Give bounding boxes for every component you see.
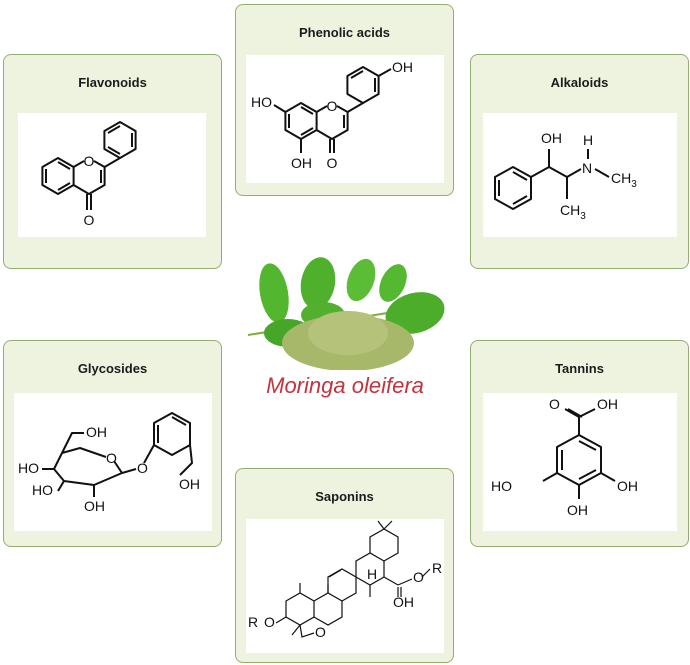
nitrogen-label: N (582, 160, 592, 176)
ring-oxygen-label: O (106, 450, 117, 466)
aldehyde-oxygen-label: O (315, 624, 326, 640)
ester-oxygen-label: O (413, 569, 424, 585)
glycosides-structure: OH HO HO OH O O OH (14, 393, 212, 531)
alkaloids-box: Alkaloids OH H N CH3 CH3 (470, 54, 689, 269)
oh-bottom-label: OH (291, 155, 312, 171)
alkaloids-structure: OH H N CH3 CH3 (483, 113, 677, 237)
flavonoids-structure: O O (18, 113, 206, 237)
moringa-illustration: Moringa oleifera (238, 245, 452, 415)
saponins-title: Saponins (315, 489, 374, 504)
saponins-box: Saponins R O R O OH H O (235, 468, 454, 663)
tannins-title: Tannins (555, 361, 604, 376)
oh-label-2: OH (84, 498, 105, 514)
r-group-label-1: R (248, 614, 258, 630)
glycosides-title: Glycosides (77, 361, 148, 376)
oh-label-3: OH (179, 476, 200, 492)
keto-oxygen-label: O (327, 155, 338, 171)
nh-label: H (583, 132, 593, 148)
phenolic-acids-title: Phenolic acids (298, 25, 391, 40)
phenolic-acids-structure: HO OH O OH O (246, 55, 444, 183)
ring-oxygen-label: O (84, 153, 95, 169)
glycosidic-oxygen-label: O (137, 460, 148, 476)
flavonoids-box: Flavonoids O O (3, 54, 222, 269)
r-group-label-2: R (432, 560, 442, 576)
moringa-leaves-powder-image (247, 257, 445, 371)
keto-oxygen-label: O (84, 212, 95, 228)
tannins-structure: O OH HO OH OH (483, 393, 677, 531)
carbonyl-oxygen-label: O (549, 396, 560, 412)
saponins-structure: R O R O OH H O (246, 519, 444, 653)
ho-label: HO (491, 478, 512, 494)
oh-label-1: OH (86, 424, 107, 440)
ch3-label-a: CH3 (611, 170, 637, 190)
moringa-caption: Moringa oleifera (266, 373, 424, 398)
phenolic-acids-box: Phenolic acids HO OH O OH O (235, 4, 454, 196)
oh-label: OH (393, 594, 414, 610)
tannins-box: Tannins O OH HO OH OH (470, 340, 689, 547)
ring-oxygen-label: O (327, 98, 338, 114)
flavonoids-title: Flavonoids (78, 75, 147, 90)
oh-right-label: OH (617, 478, 638, 494)
acid-oh-label: OH (597, 396, 618, 412)
ho-label: HO (251, 94, 272, 110)
oh-bottom-label: OH (567, 502, 588, 518)
ho-label-1: HO (18, 460, 39, 476)
ch3-label-b: CH3 (560, 202, 586, 222)
h-label: H (367, 566, 377, 582)
ho-label-2: HO (32, 482, 53, 498)
oh-label: OH (541, 130, 562, 146)
oh-top-label: OH (392, 59, 413, 75)
ether-oxygen-label: O (264, 614, 275, 630)
alkaloids-title: Alkaloids (550, 75, 609, 90)
glycosides-box: Glycosides OH HO HO OH O O OH (3, 340, 222, 547)
